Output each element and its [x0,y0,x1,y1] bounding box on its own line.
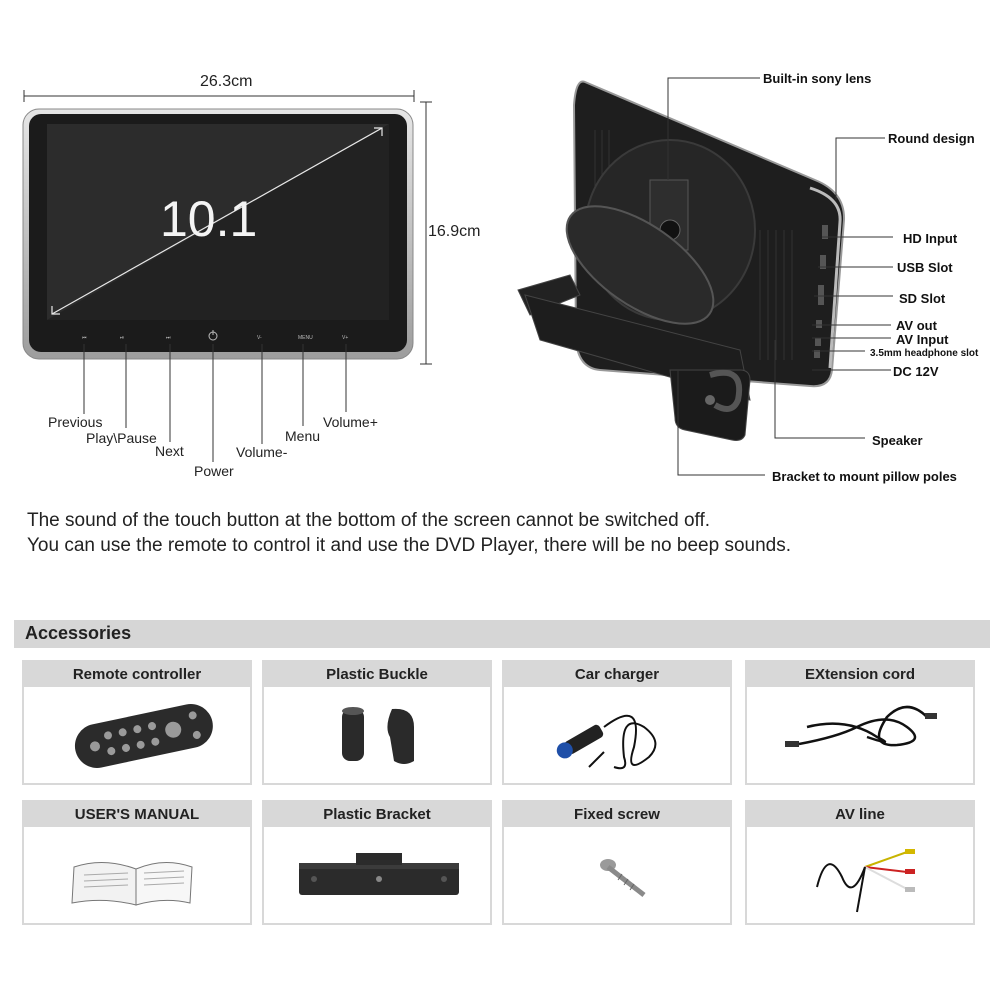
next-button: ⏭ [166,335,171,341]
power-label: Power [194,463,234,479]
accessory-card-buckle: Plastic Buckle [262,660,492,785]
accessory-label: Plastic Buckle [264,662,490,687]
note-line-2: You can use the remote to control it and… [27,535,791,556]
screen-size-text: 10.1 [160,191,258,247]
callout-usb-slot: USB Slot [897,260,953,275]
screw-icon [600,859,646,897]
callout-bracket: Bracket to mount pillow poles [772,469,957,484]
remote-icon [74,703,213,768]
width-dimension-line [23,90,415,102]
callout-speaker: Speaker [872,433,923,448]
accessory-label: USER'S MANUAL [24,802,250,827]
callout-av-input: AV Input [896,332,949,347]
bracket-icon [299,853,459,895]
volume-plus-label: Volume+ [323,414,378,430]
accessory-card-car-charger: Car charger [502,660,732,785]
accessory-card-screw: Fixed screw [502,800,732,925]
callout-hd-input: HD Input [903,231,958,246]
note-line-1: The sound of the touch button at the bot… [27,510,711,531]
callout-headphone-slot: 3.5mm headphone slot [870,348,979,359]
callout-sony-lens: Built-in sony lens [763,71,872,86]
accessory-label: Remote controller [24,662,250,687]
accessory-card-manual: USER'S MANUAL [22,800,252,925]
volume-plus-button: V+ [342,335,349,341]
height-dimension-line [420,101,432,365]
monitor-rear-icon [517,80,846,441]
accessory-label: Plastic Bracket [264,802,490,827]
play-pause-button: ⏯ [120,335,125,341]
accessory-card-av-line: AV line [745,800,975,925]
accessory-label: Fixed screw [504,802,730,827]
accessory-label: Car charger [504,662,730,687]
callout-dc-12v: DC 12V [893,364,939,379]
buckle-icon [342,707,414,764]
callout-av-out: AV out [896,318,937,333]
accessory-label: EXtension cord [747,662,973,687]
car-charger-icon [556,714,657,770]
callout-sd-slot: SD Slot [899,291,946,306]
next-label: Next [155,443,184,459]
callout-round-design: Round design [888,131,975,146]
width-label: 26.3cm [200,73,253,90]
cord-icon [785,705,937,747]
play-pause-label: Play\Pause [86,430,157,446]
accessories-title: Accessories [25,623,132,643]
av-cable-icon [816,849,915,913]
accessory-label: AV line [747,802,973,827]
accessory-card-remote: Remote controller [22,660,252,785]
manual-icon [71,861,193,906]
previous-button: ⏮ [82,335,87,341]
button-leader-lines [83,344,347,462]
accessories-header: Accessories [14,620,990,648]
volume-minus-label: Volume- [236,444,288,460]
height-label: 16.9cm [428,223,481,240]
menu-button: MENU [298,335,313,341]
previous-label: Previous [48,414,103,430]
accessory-card-extension-cord: EXtension cord [745,660,975,785]
monitor-front-icon [22,108,414,360]
menu-label: Menu [285,428,321,444]
callout-leader-lines [667,77,893,476]
accessory-card-bracket: Plastic Bracket [262,800,492,925]
volume-minus-button: V- [257,335,262,341]
